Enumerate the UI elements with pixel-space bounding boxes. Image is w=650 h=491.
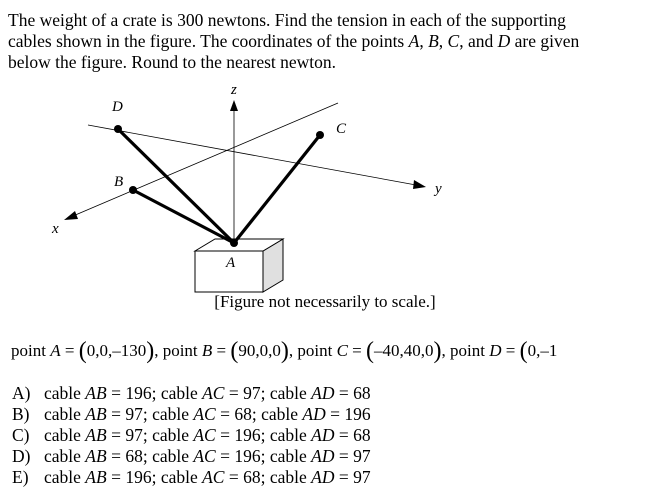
point-C: point C = (–40,40,0),: [297, 338, 451, 364]
point-B-marker: [129, 186, 137, 194]
point-D-marker: [114, 125, 122, 133]
label-x: x: [51, 221, 59, 237]
problem-line-1: The weight of a crate is 300 newtons. Fi…: [8, 10, 566, 30]
choice-E[interactable]: E) cable AB = 196; cable AC = 68; cable …: [12, 467, 371, 487]
x-axis-arrowhead: [64, 211, 78, 220]
x-axis: [72, 102, 339, 217]
y-axis: [87, 124, 417, 186]
point-B: point B = (90,0,0),: [162, 338, 298, 364]
point-C-marker: [316, 131, 324, 139]
choice-D[interactable]: D) cable AB = 68; cable AC = 196; cable …: [12, 446, 371, 466]
problem-statement: The weight of a crate is 300 newtons. Fi…: [8, 10, 638, 73]
point-A-marker: [230, 239, 238, 247]
label-D: D: [111, 99, 123, 115]
cable-AD: [116, 127, 236, 245]
point-coordinates: point A = (0,0,–130), point B = (90,0,0)…: [11, 337, 557, 365]
choice-A[interactable]: A) cable AB = 196; cable AC = 97; cable …: [12, 383, 371, 403]
label-A: A: [225, 255, 236, 271]
point-D: point D = (0,–1: [450, 338, 558, 364]
crate-front-face: [194, 250, 264, 293]
answer-choices: A) cable AB = 196; cable AC = 97; cable …: [12, 383, 371, 488]
label-z: z: [230, 82, 237, 98]
label-C: C: [336, 121, 347, 137]
choice-C[interactable]: C) cable AB = 97; cable AC = 196; cable …: [12, 425, 371, 445]
figure-caption: [Figure not necessarily to scale.]: [214, 292, 436, 311]
label-B: B: [114, 174, 123, 190]
cable-AB: [132, 188, 235, 245]
y-axis-arrowhead: [413, 180, 426, 189]
label-y: y: [433, 181, 442, 197]
choice-B[interactable]: B) cable AB = 97; cable AC = 68; cable A…: [12, 404, 371, 424]
point-A: point A = (0,0,–130),: [11, 338, 163, 364]
problem-line-2: cables shown in the figure. The coordina…: [8, 31, 580, 51]
crate-figure: z y x A B C D: [51, 82, 442, 293]
cable-AC: [232, 134, 322, 244]
z-axis-arrowhead: [230, 100, 238, 111]
problem-line-3: below the figure. Round to the nearest n…: [8, 52, 337, 72]
